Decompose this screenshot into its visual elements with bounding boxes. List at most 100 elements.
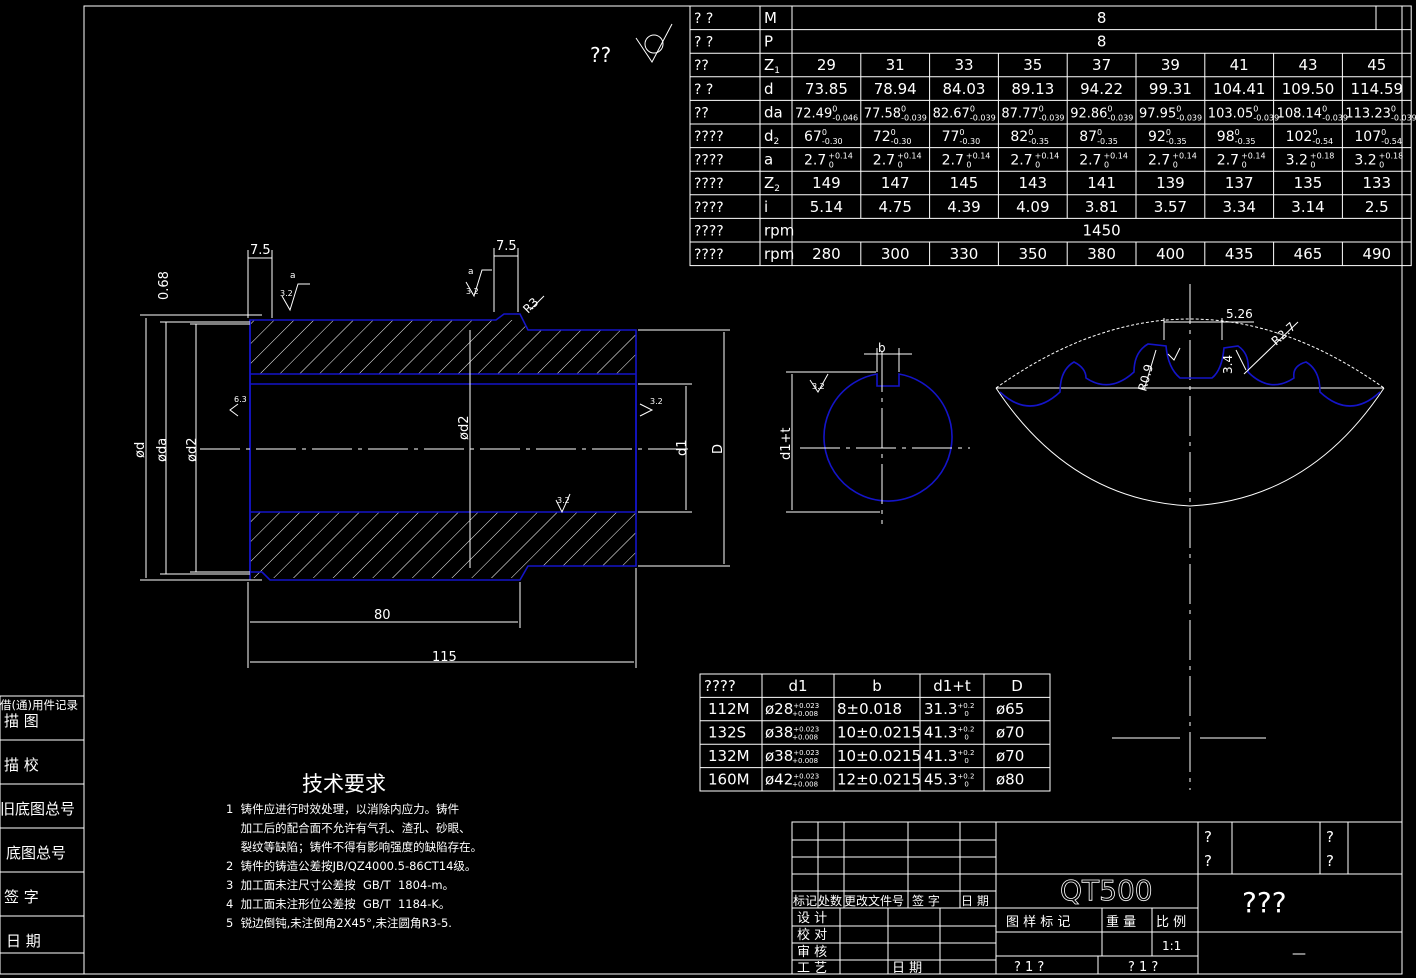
- gear-cell-value: 770-0.30: [942, 128, 981, 146]
- gear-cell-value: 435: [1225, 245, 1254, 263]
- gear-cell-value: 89.13: [1011, 80, 1054, 98]
- gear-row-value: 8: [1097, 9, 1107, 27]
- gear-cell-value: 45: [1367, 56, 1386, 74]
- dim-b: b: [878, 341, 886, 355]
- dim-od: ød: [133, 442, 148, 458]
- svg-text:a: a: [468, 267, 474, 277]
- motor-cell-D: ø80: [996, 770, 1024, 788]
- gear-tooth-profile-view: 5.26 R2.7 R0.9 3.4: [995, 284, 1385, 790]
- gear-cell-value: 99.31: [1149, 80, 1192, 98]
- gear-row-name: ??: [694, 105, 709, 121]
- gear-row-value: 1450: [1083, 221, 1121, 239]
- gear-cell-value: 84.03: [943, 80, 986, 98]
- gear-cell-value: 113.230-0.039: [1345, 104, 1416, 122]
- dim-115: 115: [432, 650, 457, 665]
- gear-row-value: 8: [1097, 33, 1107, 51]
- gear-cell-value: 109.50: [1282, 80, 1335, 98]
- gear-cell-value: 720-0.30: [873, 128, 912, 146]
- tech-req-title: 技术要求: [302, 772, 386, 796]
- dim-d1: d1: [675, 439, 690, 456]
- role-design: 设 计: [797, 911, 827, 926]
- motor-cell-D: ø70: [996, 724, 1024, 742]
- roughness-other-symbol: ??: [590, 23, 673, 67]
- dim-od2: ød2: [185, 438, 200, 462]
- strip-label-sign: 签 字: [4, 888, 39, 906]
- gear-row-symbol: a: [764, 151, 773, 169]
- gear-cell-value: 350: [1018, 245, 1047, 263]
- svg-text:3.2: 3.2: [650, 397, 663, 406]
- gear-row-name: ? ?: [694, 11, 713, 27]
- gear-row-name: ????: [694, 223, 724, 239]
- gear-cell-value: 143: [1018, 174, 1047, 192]
- svg-text:a: a: [290, 271, 296, 281]
- strip-label-date: 日 期: [6, 932, 41, 950]
- gear-row-name: ????: [694, 153, 724, 169]
- dim-od2-center: ød2: [457, 416, 472, 440]
- gear-row-name: ????: [694, 129, 724, 145]
- gear-row-symbol: da: [764, 103, 783, 121]
- motor-cell-model: 132S: [708, 724, 746, 742]
- gear-cell-value: 4.39: [947, 198, 980, 216]
- motor-cell-model: 132M: [708, 747, 750, 765]
- gear-cell-value: 147: [881, 174, 910, 192]
- tech-req-line: 1 铸件应进行时效处理，以消除内应力。铸件: [226, 802, 460, 816]
- tech-req-line: 加工后的配合面不允许有气孔、渣孔、砂眼、: [226, 821, 471, 835]
- keyway-view: 3.2 b d1+t: [779, 341, 970, 524]
- svg-text:3.2: 3.2: [280, 289, 293, 298]
- gear-cell-value: 4.09: [1016, 198, 1049, 216]
- motor-header-cell: ????: [704, 677, 736, 695]
- strip-label-old-base: 旧底图总号: [0, 800, 75, 818]
- gear-row-name: ? ?: [694, 35, 713, 51]
- tech-req-line: 4 加工面未注形位公差按 GB/T 1184-K。: [226, 897, 451, 911]
- dim-D: D: [711, 444, 726, 454]
- left-record-strip: 借(通)用件记录 描 图 描 校 旧底图总号 底图总号 签 字 日 期: [0, 695, 85, 975]
- gear-cell-value: 37: [1092, 56, 1111, 74]
- gear-cell-value: 29: [817, 56, 836, 74]
- motor-cell-D: ø65: [996, 700, 1024, 718]
- gear-cell-value: 149: [812, 174, 841, 192]
- motor-header-cell: d1+t: [933, 677, 971, 695]
- tech-req-line: 3 加工面未注尺寸公差按 GB/T 1804-m。: [226, 878, 455, 892]
- gear-cell-value: 465: [1294, 245, 1323, 263]
- motor-cell-model: 112M: [708, 700, 750, 718]
- dim-r0-9: R0.9: [1135, 363, 1156, 393]
- gear-cell-value: 92.860-0.039: [1070, 104, 1133, 122]
- gear-cell-value: 820-0.35: [1010, 128, 1049, 146]
- gear-cell-value: 280: [812, 245, 841, 263]
- motor-cell-d1: ø28+0.023+0.008: [765, 700, 819, 718]
- gear-cell-value: 43: [1298, 56, 1317, 74]
- gear-cell-value: 2.5: [1365, 198, 1389, 216]
- gear-cell-value: 980-0.35: [1217, 128, 1256, 146]
- gear-cell-value: 5.14: [810, 198, 843, 216]
- gear-cell-value: 330: [950, 245, 979, 263]
- gear-cell-value: 114.59: [1351, 80, 1404, 98]
- tech-req-notes: 1 铸件应进行时效处理，以消除内应力。铸件 加工后的配合面不允许有气孔、渣孔、砂…: [226, 800, 482, 933]
- dim-oda: øda: [155, 438, 170, 462]
- gear-cell-value: 94.22: [1080, 80, 1123, 98]
- sleeve-section-view: 3.2 a 3.2 a 3.2 6.3 3.2 80 115 7.5 7.5 R…: [133, 239, 730, 668]
- dim-chamfer-right: 7.5: [496, 239, 517, 254]
- rev-header-date: 日 期: [961, 894, 989, 908]
- strip-label-check: 描 校: [4, 756, 39, 774]
- company-q2: ?: [1204, 852, 1212, 870]
- dim-d1t: d1+t: [779, 427, 794, 460]
- gear-cell-value: 141: [1087, 174, 1116, 192]
- sheet-number: ? 1 ?: [1128, 960, 1158, 975]
- gear-row-symbol: P: [764, 33, 773, 51]
- rev-header-file: 更改文件号: [844, 893, 904, 908]
- gear-row-name: ????: [694, 247, 724, 263]
- svg-text:3.2: 3.2: [466, 287, 479, 296]
- gear-cell-value: 33: [954, 56, 973, 74]
- tech-req-line: 裂纹等缺陷；铸件不得有影响强度的缺陷存在。: [226, 840, 483, 854]
- gear-cell-value: 41: [1230, 56, 1249, 74]
- motor-cell-b: 12±0.0215: [837, 770, 921, 788]
- gear-cell-value: 870-0.35: [1079, 128, 1118, 146]
- scale-value: 1:1: [1162, 939, 1181, 953]
- gear-row-symbol: M: [764, 9, 777, 27]
- gear-cell-value: 1070-0.54: [1354, 128, 1402, 146]
- gear-cell-value: 400: [1156, 245, 1185, 263]
